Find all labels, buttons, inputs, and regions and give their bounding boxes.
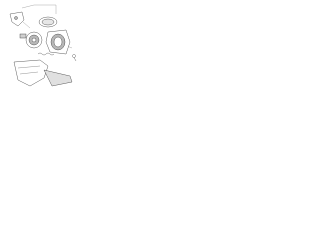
motor-housing-part bbox=[45, 29, 71, 55]
gear-assembly-part bbox=[19, 31, 43, 49]
diagram-canvas bbox=[9, 4, 77, 87]
oval-cover-part bbox=[38, 16, 58, 28]
lower-cable-part bbox=[13, 59, 73, 87]
parts-diagram bbox=[0, 0, 88, 93]
bracket-part bbox=[9, 11, 25, 27]
spring-part bbox=[37, 52, 55, 56]
small-screw-part bbox=[72, 54, 77, 62]
